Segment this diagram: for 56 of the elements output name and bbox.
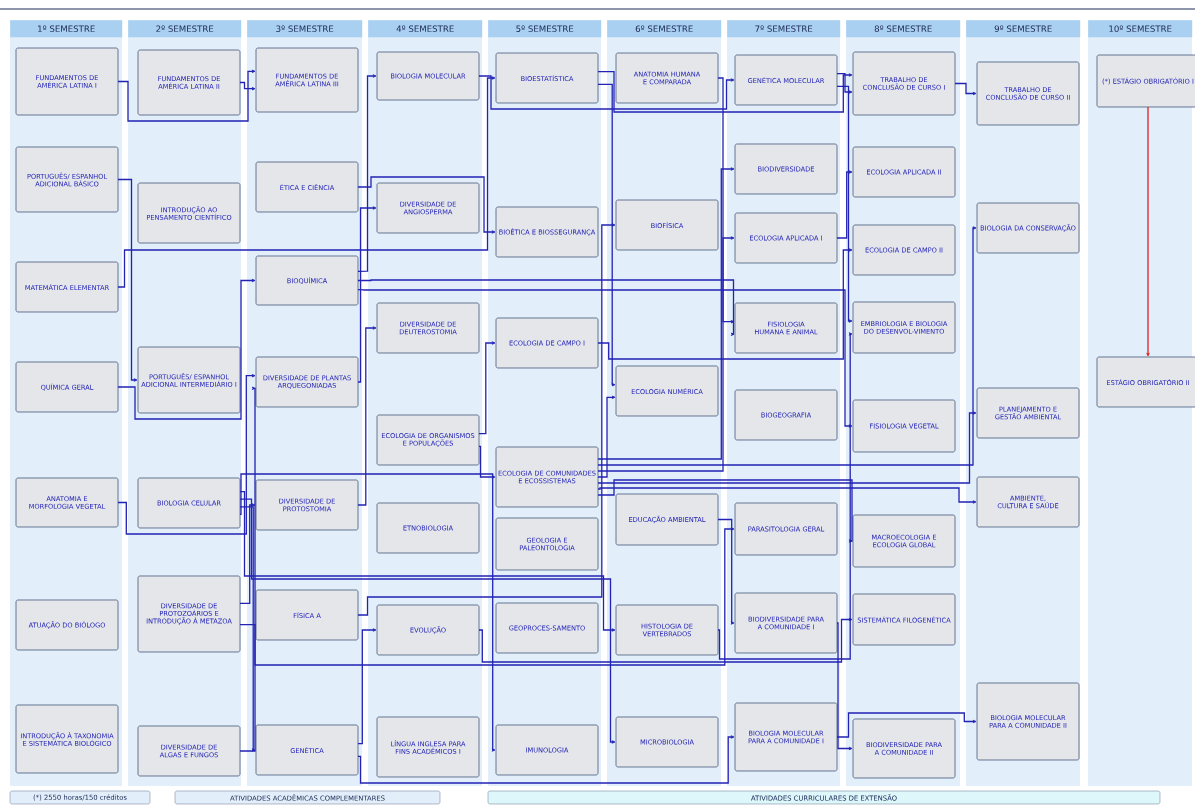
arrow	[597, 479, 853, 543]
arrow	[239, 386, 256, 752]
arrow	[1146, 106, 1150, 357]
semester-header: 9º SEMESTRE	[966, 20, 1081, 38]
semester-header: 3º SEMESTRE	[247, 20, 363, 38]
semester-header: 10º SEMESTRE	[1088, 20, 1193, 38]
arrow	[239, 473, 496, 752]
arrow	[239, 503, 256, 604]
semester-header: 4º SEMESTRE	[368, 20, 483, 38]
arrow	[357, 279, 735, 336]
arrow	[239, 81, 256, 91]
arrow	[117, 278, 256, 420]
semester-header: 6º SEMESTRE	[607, 20, 722, 38]
arrow	[717, 77, 735, 324]
arrow	[357, 223, 616, 616]
semester-header: 2º SEMESTRE	[128, 20, 242, 38]
arrow	[597, 411, 977, 484]
arrow	[357, 735, 735, 784]
arrow	[597, 83, 616, 387]
arrow	[357, 206, 377, 383]
arrow	[597, 167, 735, 460]
arrow	[478, 75, 735, 110]
semester-header: 5º SEMESTRE	[488, 20, 602, 38]
arrow	[239, 506, 256, 752]
arrow	[954, 82, 977, 96]
arrow	[836, 622, 853, 751]
arrow	[357, 289, 853, 428]
arrow	[478, 445, 496, 479]
arrow	[478, 617, 853, 663]
arrow	[717, 518, 735, 625]
arrow	[357, 326, 377, 506]
arrow	[117, 76, 496, 288]
arrow	[836, 85, 853, 323]
arrow	[117, 69, 256, 122]
arrow	[836, 712, 977, 738]
semester-header: 7º SEMESTRE	[727, 20, 841, 38]
arrow	[597, 487, 977, 504]
arrow	[239, 527, 735, 666]
arrow	[597, 226, 977, 466]
arrow	[597, 236, 735, 472]
arrow	[836, 170, 853, 239]
arrow	[239, 498, 616, 744]
arrow	[597, 395, 616, 478]
arrow	[357, 74, 377, 272]
arrow	[357, 176, 496, 234]
arrow	[597, 71, 853, 113]
arrow	[836, 73, 853, 94]
arrow	[239, 490, 616, 632]
arrow	[117, 374, 256, 535]
arrow	[717, 332, 853, 660]
arrow	[597, 248, 853, 360]
arrow	[117, 178, 138, 382]
semester-header: 1º SEMESTRE	[10, 20, 123, 38]
arrow	[357, 628, 377, 745]
semester-header: 8º SEMESTRE	[846, 20, 961, 38]
arrow	[478, 341, 496, 435]
